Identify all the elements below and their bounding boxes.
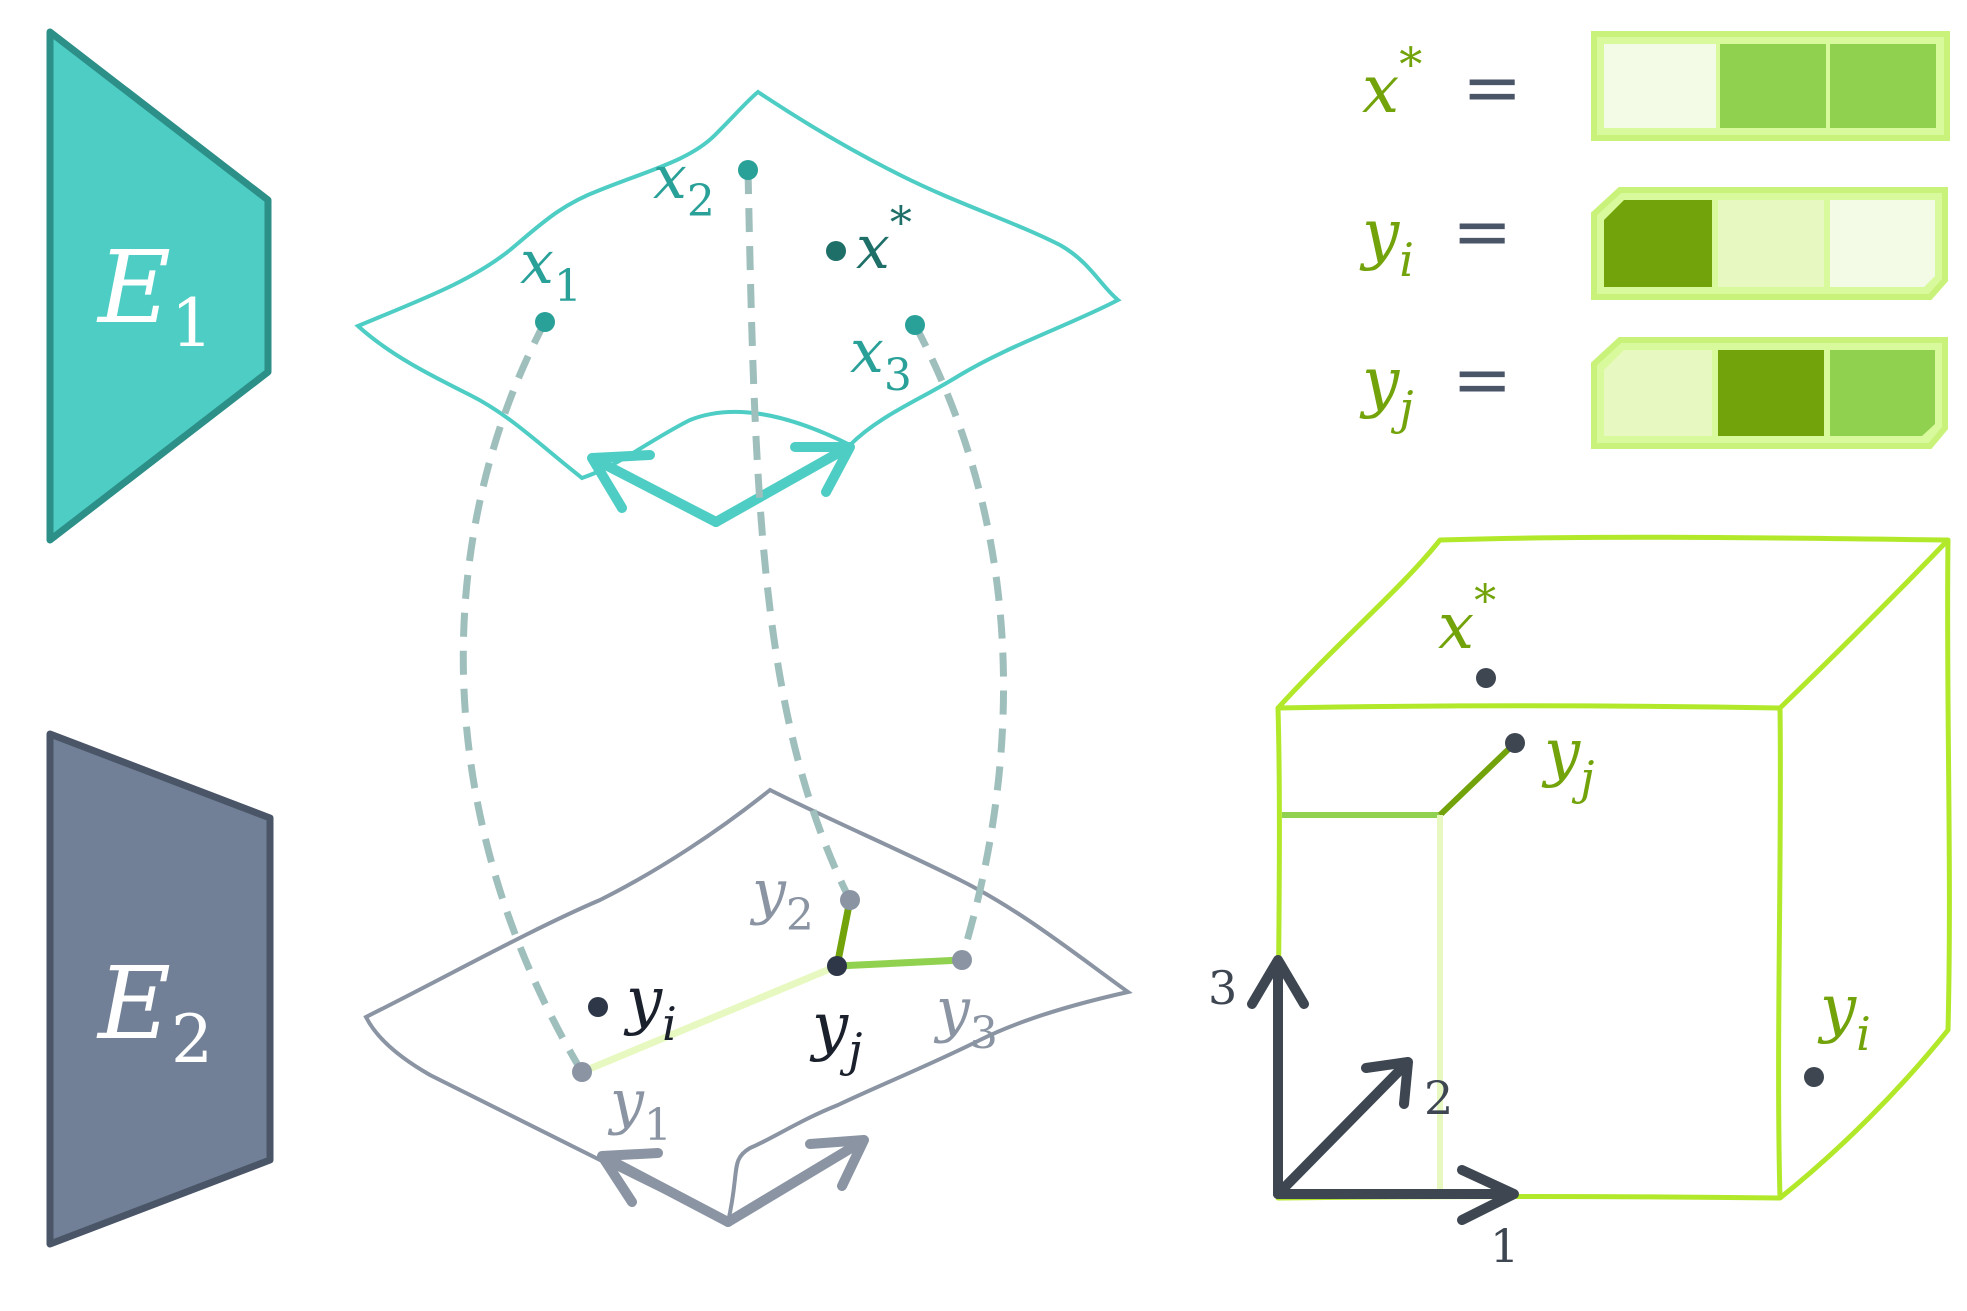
cube: 3 2 1 x* yj yi bbox=[1208, 534, 1952, 1273]
label-yi-bottom: yi bbox=[623, 964, 677, 1051]
point-y1 bbox=[572, 1062, 592, 1082]
axis-3-label: 3 bbox=[1208, 961, 1237, 1015]
vector-cell-x-star-3 bbox=[1830, 44, 1936, 128]
point-x1 bbox=[535, 312, 555, 332]
cube-yj-depth bbox=[1437, 740, 1518, 818]
axis-1-label: 1 bbox=[1490, 1219, 1519, 1273]
vector-eq-yj: = bbox=[1452, 337, 1512, 421]
top-surface-points: x1 x2 x3 x* bbox=[520, 143, 925, 401]
bottom-basis-arrow-left bbox=[605, 1155, 733, 1227]
link-yj-y2 bbox=[833, 899, 854, 967]
vector-cell-yi-3 bbox=[1830, 200, 1935, 287]
encoder-e2-label: E2 bbox=[96, 945, 213, 1078]
top-surface-outline bbox=[354, 89, 1122, 481]
point-yj-bottom bbox=[827, 956, 847, 976]
encoder-e2-trapezoid bbox=[46, 730, 274, 1248]
cube-point-yj bbox=[1505, 733, 1525, 753]
point-x2 bbox=[738, 160, 758, 180]
encoder-e1: E1 bbox=[46, 28, 272, 544]
label-x-star-top: x* bbox=[856, 198, 912, 283]
bottom-basis-arrow-left-head bbox=[597, 1148, 663, 1207]
axis-2 bbox=[1273, 1061, 1409, 1199]
mapping-curve-3 bbox=[911, 323, 1007, 960]
link-yj-y3 bbox=[836, 956, 963, 970]
label-y1: y1 bbox=[607, 1067, 672, 1151]
label-x3: x3 bbox=[850, 317, 912, 401]
vector-cell-yj-3 bbox=[1830, 350, 1935, 436]
label-yj-bottom: yj bbox=[809, 990, 862, 1077]
point-y3 bbox=[952, 950, 972, 970]
vector-cell-x-star-1 bbox=[1604, 44, 1716, 128]
vector-lhs-yi: yi bbox=[1359, 195, 1414, 287]
label-x2: x2 bbox=[653, 143, 715, 227]
cube-label-x-star: x* bbox=[1438, 576, 1496, 664]
point-x-star bbox=[826, 241, 846, 261]
axis-2-head bbox=[1361, 1057, 1413, 1109]
cube-label-yj: yj bbox=[1541, 716, 1594, 805]
vector-cell-yi-1 bbox=[1604, 200, 1712, 287]
point-x3 bbox=[905, 315, 925, 335]
encoder-e2: E2 bbox=[46, 730, 274, 1248]
top-basis-arrow-left-head bbox=[587, 450, 655, 513]
top-basis-arrow-left bbox=[595, 457, 721, 527]
axis-2-label: 2 bbox=[1424, 1071, 1453, 1125]
mapping-curve-2 bbox=[744, 169, 854, 902]
cube-point-x-star bbox=[1476, 668, 1496, 688]
point-yi-bottom bbox=[588, 997, 608, 1017]
vector-cell-x-star-2 bbox=[1720, 44, 1826, 128]
vector-cell-yj-1 bbox=[1604, 350, 1712, 436]
mapping-curve-1 bbox=[459, 320, 586, 1074]
point-y2 bbox=[840, 890, 860, 910]
top-basis-arrow-right-head bbox=[790, 442, 855, 497]
cube-point-yi bbox=[1804, 1067, 1824, 1087]
label-y3: y3 bbox=[933, 975, 998, 1059]
vector-cell-yj-2 bbox=[1718, 350, 1824, 436]
vector-legend: x* = yi = yj = bbox=[1359, 31, 1950, 449]
vector-lhs-x-star: x* bbox=[1362, 37, 1422, 128]
encoder-e1-label: E1 bbox=[96, 229, 213, 362]
cube-label-yi: yi bbox=[1817, 972, 1871, 1061]
label-y2: y2 bbox=[749, 857, 814, 941]
mapping-curves bbox=[459, 169, 1007, 1074]
vector-cell-yi-2 bbox=[1718, 200, 1824, 287]
link-y1-yj bbox=[580, 962, 839, 1076]
top-basis-arrow-right bbox=[711, 447, 845, 527]
bottom-basis-arrow-right bbox=[723, 1139, 863, 1227]
bottom-surface-points: y1 y2 y3 yi yj bbox=[572, 857, 998, 1151]
bottom-basis-arrow-right-head bbox=[805, 1135, 869, 1191]
bottom-surface-links bbox=[580, 899, 963, 1076]
vector-eq-x-star: = bbox=[1462, 45, 1522, 129]
cube-right-face bbox=[1778, 539, 1952, 1200]
cube-top-face bbox=[1275, 534, 1951, 711]
top-surface bbox=[354, 89, 1122, 527]
label-x1: x1 bbox=[520, 228, 582, 312]
axis-3-head bbox=[1247, 955, 1309, 1009]
cube-front-face bbox=[1275, 707, 1783, 1201]
vector-lhs-yj: yj bbox=[1359, 343, 1414, 435]
bottom-surface bbox=[363, 787, 1133, 1227]
encoder-e1-trapezoid bbox=[46, 28, 272, 544]
axis-1-head bbox=[1457, 1165, 1519, 1225]
vector-eq-yi: = bbox=[1452, 189, 1512, 273]
